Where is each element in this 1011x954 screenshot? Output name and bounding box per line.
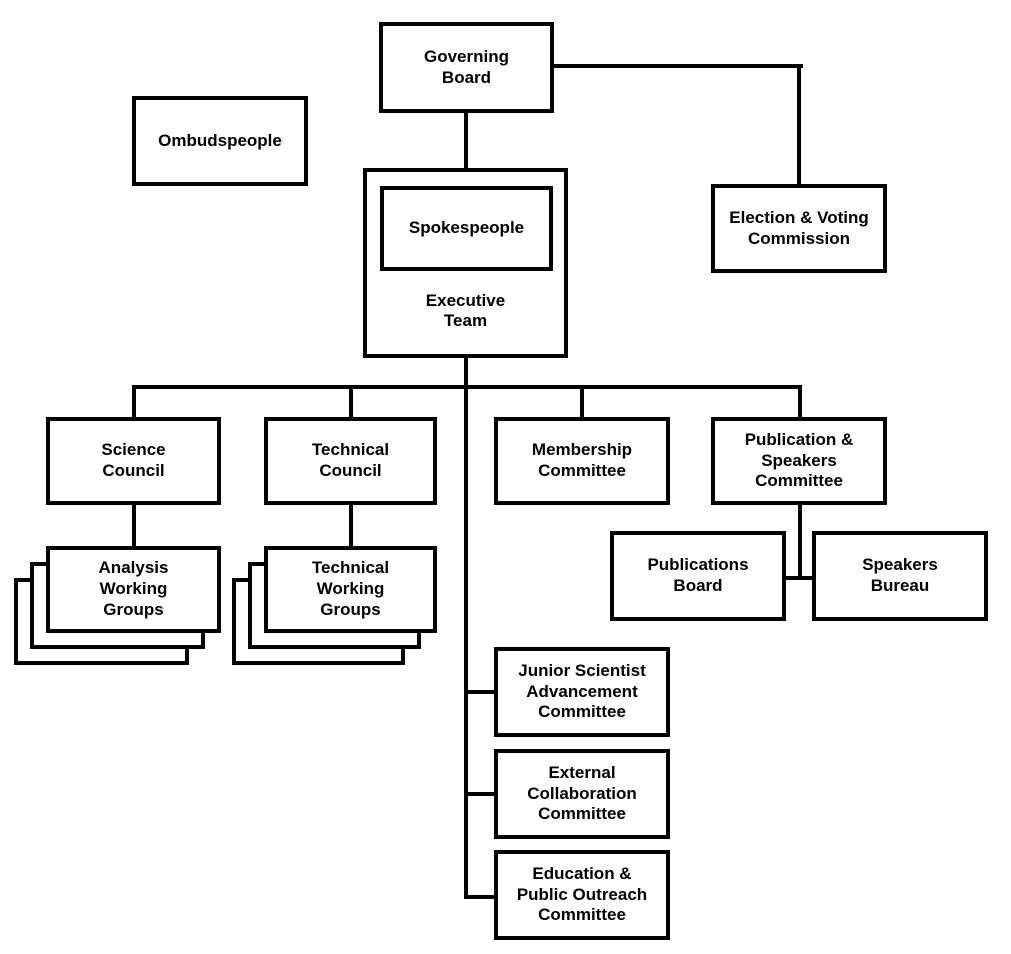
node-label-ombudspeople: Ombudspeople (158, 130, 282, 150)
node-label-technical-working-groups: Technical Working Groups (311, 558, 390, 619)
connector-publication-committee-down (798, 503, 802, 580)
node-label-junior-scientist-advancement-committee: Junior Scientist Advancement Committee (518, 660, 646, 722)
connector-drop-technical-council (349, 385, 353, 419)
node-label-publication-speakers-committee: Publication & Speakers Committee (744, 429, 854, 491)
node-label-publications-board: Publications Board (647, 555, 749, 595)
node-publication-speakers-committee[interactable]: Publication & Speakers Committee (711, 417, 887, 505)
node-label-election-voting-commission: Election & Voting Commission (729, 207, 869, 248)
connector-executive-team-trunk (464, 354, 468, 899)
node-ombudspeople[interactable]: Ombudspeople (132, 96, 308, 186)
node-label-governing-board: Governing Board (423, 46, 509, 87)
connector-governing-board-to-election-horizontal (550, 64, 803, 68)
connector-drop-publication-speakers-committee (798, 385, 802, 419)
node-label-analysis-working-groups: Analysis Working Groups (98, 558, 169, 619)
node-label-education-public-outreach-committee: Education & Public Outreach Committee (516, 863, 648, 925)
node-technical-council[interactable]: Technical Council (264, 417, 437, 505)
node-label-technical-council: Technical Council (311, 440, 390, 480)
node-governing-board[interactable]: Governing Board (379, 22, 554, 113)
node-science-council[interactable]: Science Council (46, 417, 221, 505)
connector-to-speakers-bureau (798, 576, 816, 580)
node-external-collaboration-committee[interactable]: External Collaboration Committee (494, 749, 670, 839)
node-label-science-council: Science Council (101, 440, 166, 480)
connector-science-council-to-analysis-working-groups (132, 503, 136, 549)
connector-distribution-bar (132, 385, 802, 389)
node-junior-scientist-advancement-committee[interactable]: Junior Scientist Advancement Committee (494, 647, 670, 737)
connector-to-junior-scientist-committee (464, 690, 498, 694)
node-label-external-collaboration-committee: External Collaboration Committee (527, 762, 637, 824)
node-label-spokespeople: Spokespeople (408, 218, 525, 238)
node-speakers-bureau[interactable]: Speakers Bureau (812, 531, 988, 621)
node-label-speakers-bureau: Speakers Bureau (862, 555, 938, 595)
node-membership-committee[interactable]: Membership Committee (494, 417, 670, 505)
node-label-executive-team: Executive Team (425, 290, 506, 331)
node-education-public-outreach-committee[interactable]: Education & Public Outreach Committee (494, 850, 670, 940)
connector-to-education-outreach-committee (464, 895, 498, 899)
connector-technical-council-to-technical-working-groups (349, 503, 353, 549)
node-analysis-working-groups[interactable]: Analysis Working Groups (46, 546, 221, 633)
node-label-membership-committee: Membership Committee (531, 440, 633, 480)
node-election-voting-commission[interactable]: Election & Voting Commission (711, 184, 887, 273)
node-spokespeople[interactable]: Spokespeople (380, 186, 553, 271)
node-publications-board[interactable]: Publications Board (610, 531, 786, 621)
connector-to-external-collaboration-committee (464, 792, 498, 796)
connector-governing-board-to-election-vertical (797, 64, 801, 186)
connector-to-publications-board (784, 576, 802, 580)
node-technical-working-groups[interactable]: Technical Working Groups (264, 546, 437, 633)
connector-drop-membership-committee (580, 385, 584, 419)
connector-drop-science-council (132, 385, 136, 419)
connector-governing-board-to-executive-team (464, 113, 468, 188)
